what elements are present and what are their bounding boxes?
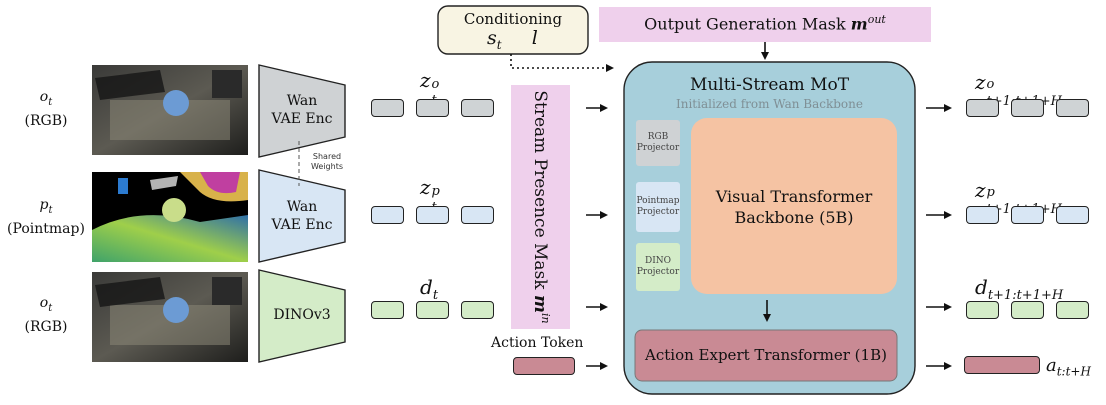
wan-vae-encoder-pointmap-shape (258, 169, 346, 263)
input-var: p (39, 197, 49, 213)
encoder-line-2: VAE Enc (271, 111, 333, 127)
output-token-rgb (966, 99, 999, 117)
action-expert-block (634, 329, 898, 382)
visual-transformer-line-2: Backbone (5B) (734, 208, 854, 227)
encoder-line-1: Wan (286, 93, 318, 109)
pointmap-projector: Pointmap Projector (636, 182, 680, 232)
action-token (513, 357, 575, 375)
encoder-label-rgb: Wan VAE Enc (262, 92, 342, 128)
wan-vae-encoder-rgb-shape (258, 64, 346, 158)
output-token-dino (1056, 301, 1089, 319)
conditioning-l: l (531, 27, 538, 49)
output-sub: t+1:t+1+H (987, 288, 1064, 303)
latent-token-rgb (461, 99, 494, 117)
input-desc: (Pointmap) (7, 220, 85, 237)
rgb-image-2 (92, 272, 248, 362)
pointmap-image (92, 172, 248, 262)
stream-mask-text: Stream Presence Mask (530, 90, 551, 290)
stream-presence-mask-block (511, 85, 570, 329)
output-token-rgb (1011, 99, 1044, 117)
output-token-pointmap (1056, 206, 1089, 224)
output-label-dino: dt+1:t+1+H (975, 275, 1063, 303)
input-sub: t (48, 96, 53, 108)
shared-weights-line-1: Shared (312, 152, 342, 161)
latent-var: z (420, 68, 431, 92)
output-sup: p (986, 185, 995, 200)
encoder-label-dino: DINOv3 (273, 307, 331, 323)
input-desc: (RGB) (24, 318, 68, 335)
output-mask-var: m (850, 14, 868, 34)
output-var: z (975, 178, 986, 202)
output-label-action: at:t+H (1046, 355, 1091, 379)
input-var: o (39, 89, 49, 105)
output-label-rgb: zot+1:t+1+H (975, 70, 1066, 109)
conditioning-box (437, 5, 589, 55)
dino-projector: DINO Projector (636, 243, 680, 291)
input-label-rgb: ot (RGB) (6, 88, 86, 130)
output-sup: o (986, 77, 995, 92)
conditioning-vars: st l (487, 27, 538, 52)
input-label-rgb-2: ot (RGB) (6, 294, 86, 336)
conditioning-title: Conditioning (463, 10, 563, 28)
latent-label-rgb: zot (420, 68, 443, 108)
input-desc: (RGB) (24, 112, 68, 129)
dinov3-encoder-shape (258, 269, 346, 363)
conditioning-connector (510, 54, 614, 72)
output-token-pointmap (1011, 206, 1044, 224)
visual-transformer-line-1: Visual Transformer (715, 187, 873, 206)
conditioning-s: s (487, 27, 497, 49)
latent-token-dino (461, 301, 494, 319)
latent-sup: p (431, 184, 440, 199)
shared-weights-label: Shared Weights (302, 152, 352, 172)
output-mask-label: Output Generation Mask mout (599, 13, 931, 33)
latent-label-pointmap: zpt (420, 175, 443, 215)
rgb-image-1 (92, 65, 248, 155)
output-token-pointmap (966, 206, 999, 224)
encoder-line-1: Wan (286, 199, 318, 215)
input-label-pointmap: pt (Pointmap) (4, 196, 88, 238)
conditioning-s-sub: t (496, 37, 502, 52)
output-mask-sup: out (867, 13, 886, 26)
output-mask-text: Output Generation Mask (644, 14, 846, 34)
output-mask-block (599, 7, 931, 42)
output-token-action (964, 356, 1040, 374)
latent-token-pointmap (416, 206, 449, 224)
input-sub: t (48, 204, 53, 216)
output-token-dino (966, 301, 999, 319)
output-var: z (975, 70, 986, 94)
output-token-rgb (1056, 99, 1089, 117)
shared-weights-line-2: Weights (310, 162, 344, 171)
encoder-line-2: VAE Enc (271, 217, 333, 233)
mot-title: Multi-Stream MoT (689, 75, 850, 95)
visual-transformer-label: Visual Transformer Backbone (5B) (691, 186, 897, 228)
stream-mask-var: m (530, 295, 551, 314)
latent-var: d (420, 275, 433, 299)
output-var: d (975, 275, 988, 299)
latent-token-rgb (371, 99, 404, 117)
encoder-label-pointmap: Wan VAE Enc (262, 198, 342, 234)
input-var: o (39, 295, 49, 311)
input-sub: t (48, 302, 53, 314)
output-label-pointmap: zpt+1:t+1+H (975, 178, 1066, 217)
latent-token-pointmap (461, 206, 494, 224)
latent-token-dino (371, 301, 404, 319)
action-token-label: Action Token (491, 335, 584, 351)
latent-sub: t (432, 288, 439, 303)
stream-mask-sup: in (538, 313, 552, 324)
stream-mask-label: Stream Presence Mask min (530, 87, 552, 327)
latent-token-pointmap (371, 206, 404, 224)
latent-var: z (420, 175, 431, 199)
latent-label-dino: dt (420, 275, 438, 303)
action-expert-label: Action Expert Transformer (1B) (645, 346, 887, 364)
output-sub: t:t+H (1056, 364, 1091, 379)
rgb-projector: RGB Projector (636, 120, 680, 166)
visual-transformer-block (691, 118, 897, 294)
output-token-dino (1011, 301, 1044, 319)
mot-subtitle: Initialized from Wan Backbone (675, 97, 863, 111)
latent-token-rgb (416, 99, 449, 117)
latent-sup: o (431, 77, 440, 92)
latent-token-dino (416, 301, 449, 319)
output-var: a (1046, 355, 1057, 376)
